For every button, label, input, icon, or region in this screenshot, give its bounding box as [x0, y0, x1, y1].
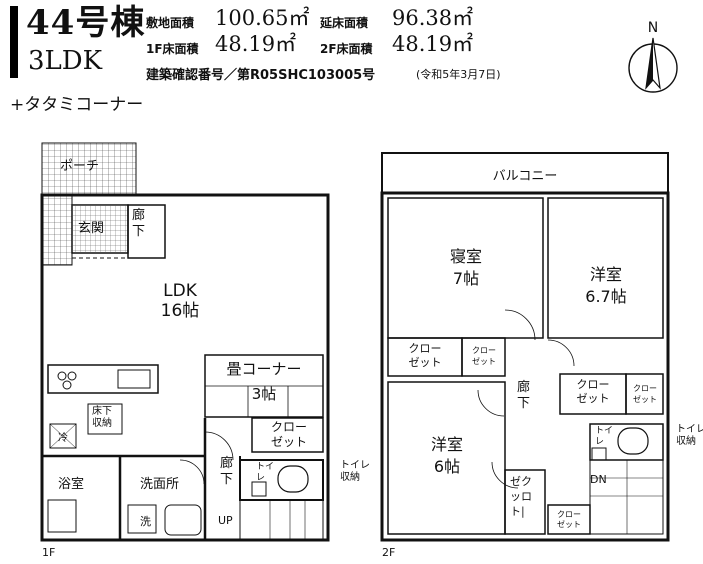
- title-accent-bar: [10, 6, 18, 78]
- western1-name: 洋室: [590, 265, 622, 284]
- tatami-size: 3帖: [252, 385, 277, 403]
- western1-size: 6.7帖: [585, 287, 626, 306]
- site-area-label: 敷地面積: [146, 16, 195, 30]
- hall1-label: 廊 下: [132, 208, 146, 239]
- f1-area-label: 1F床面積: [146, 42, 199, 56]
- bath-label: 浴室: [58, 476, 84, 492]
- layout-note: +タタミコーナー: [10, 95, 144, 115]
- entrance-label: 玄関: [78, 221, 104, 236]
- f1-toilet-label: トイ レ: [256, 462, 275, 483]
- ldk-name: LDK: [163, 281, 198, 301]
- f2-closet-b-label: クロー ゼット: [472, 346, 496, 366]
- f1-toilet-storage-label: トイレ 収納: [340, 460, 370, 483]
- floor2-label: 2F: [382, 546, 395, 559]
- f2-area-value: 48.19㎡: [392, 32, 474, 56]
- f2-toilet-label: トイ レ: [595, 426, 614, 447]
- f2-closet-f-label: クロー ゼット: [557, 510, 581, 529]
- floor2-walls: [380, 152, 670, 542]
- north-compass-icon: N: [628, 20, 678, 93]
- washer-label: 洗: [140, 515, 151, 528]
- balcony-label: バルコニー: [493, 169, 558, 184]
- permit-number: 建築確認番号／第R05SHC103005号: [146, 68, 376, 83]
- ldk-size: 16帖: [161, 301, 200, 321]
- sink-icon: [117, 369, 151, 389]
- floor1-label: 1F: [42, 546, 55, 559]
- stairs-down-label: DN: [590, 473, 607, 486]
- layout-type: 3LDK: [28, 46, 103, 76]
- western2-name: 洋室: [431, 435, 463, 454]
- stove-icon: [57, 371, 77, 390]
- stairs-up-label: UP: [218, 514, 233, 527]
- floor2-labels: バルコニー 寝室 7帖 洋室 6.7帖 洋室 6帖 DN 2F: [382, 169, 627, 559]
- compass-label: N: [648, 20, 658, 36]
- washroom-label: 洗面所: [140, 477, 179, 492]
- porch-label: ポーチ: [60, 159, 99, 174]
- f2-closet-d-label: クロー ゼット: [633, 384, 657, 404]
- bedroom-size: 7帖: [453, 269, 479, 288]
- building-name: 44号棟: [26, 3, 146, 43]
- underfloor-label: 床下 収納: [92, 406, 112, 429]
- f2-hall-label: 廊 下: [517, 380, 531, 411]
- f2-toilet-storage-label: トイレ 収納: [676, 424, 703, 447]
- f1-area-value: 48.19㎡: [215, 32, 297, 56]
- f2-closet-a-label: クロー ゼット: [408, 342, 442, 369]
- floor1-walls: [40, 193, 330, 542]
- f2-closet-c-label: クロー ゼット: [576, 378, 610, 405]
- western2-size: 6帖: [434, 457, 460, 476]
- total-floor-label: 延床面積: [320, 16, 369, 30]
- floor1-labels: ポーチ 玄関 LDK 16帖 畳コーナー 3帖 浴室 洗面所 洗 冷 UP 1F: [42, 159, 302, 559]
- total-floor-value: 96.38㎡: [392, 6, 474, 30]
- tatami-name: 畳コーナー: [226, 360, 301, 378]
- fridge-label: 冷: [58, 431, 68, 444]
- f1-closet-label: クロー ゼット: [270, 420, 307, 449]
- f2-closet-e-label: ゼク ッロ ト|: [510, 475, 532, 518]
- bedroom-name: 寝室: [450, 247, 482, 266]
- hall2-label: 廊 下: [220, 456, 234, 487]
- f2-area-label: 2F床面積: [320, 42, 373, 56]
- permit-date: (令和5年3月7日): [416, 68, 501, 81]
- site-area-value: 100.65㎡: [215, 6, 310, 30]
